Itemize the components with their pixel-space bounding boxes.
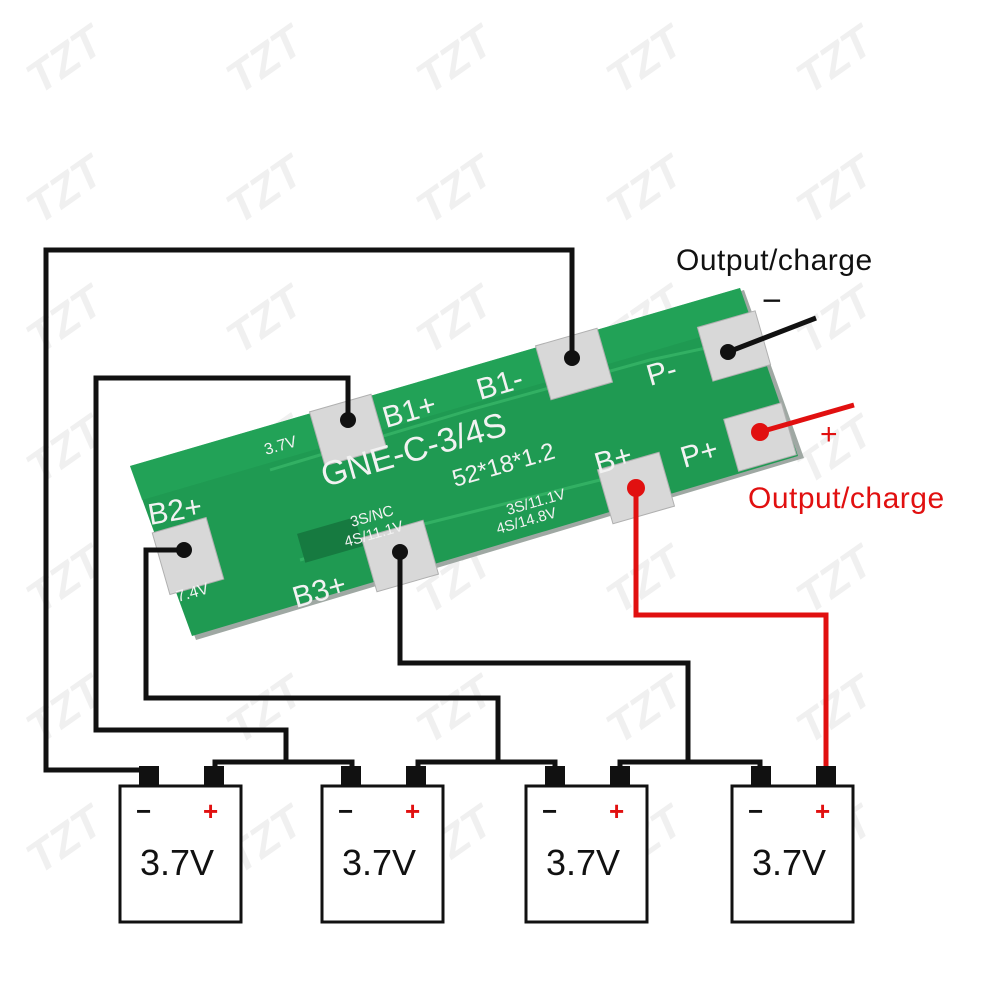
cell-1-pos-terminal <box>204 766 224 786</box>
cell-neg-mark: − <box>136 796 152 826</box>
watermark-text: TZT <box>18 535 115 623</box>
cell-2-pos-terminal <box>406 766 426 786</box>
cell-3-neg-terminal <box>545 766 565 786</box>
dot-b1-plus <box>340 412 356 428</box>
board-body <box>130 288 798 636</box>
wire-cell1-cell2-link <box>212 759 355 770</box>
watermark-text: TZT <box>598 665 695 753</box>
watermark-text: TZT <box>218 275 315 363</box>
cell-4-pos-terminal <box>816 766 836 786</box>
watermark-text: TZT <box>408 665 505 753</box>
board-chip <box>297 517 363 563</box>
cell-3-pos-terminal <box>610 766 630 786</box>
watermark-text: TZT <box>788 15 885 103</box>
watermark-text: TZT <box>788 535 885 623</box>
watermark-text: TZT <box>218 665 315 753</box>
battery-cell <box>118 766 243 924</box>
cell-3-body <box>524 784 649 924</box>
dot-b2-plus <box>176 542 192 558</box>
watermark-text: TZT <box>218 15 315 103</box>
watermark-text: TZT <box>18 145 115 233</box>
cell-pos-mark: + <box>203 796 219 826</box>
wire-b2-plus-to-cell2-cell3 <box>143 547 501 762</box>
wire-b1-minus-to-cell1-neg <box>43 247 575 773</box>
watermark-text: TZT <box>788 145 885 233</box>
cell-voltage: 3.7V <box>546 842 621 883</box>
wire-b1-plus-to-cell1-cell2 <box>93 375 351 762</box>
cell-voltage: 3.7V <box>342 842 417 883</box>
output-positive-sign: + <box>820 418 838 451</box>
cell-voltage: 3.7V <box>752 842 827 883</box>
watermark-text: TZT <box>598 535 695 623</box>
cell-1-neg-terminal <box>139 766 159 786</box>
watermark-text: TZT <box>18 405 115 493</box>
dot-b3-plus <box>392 544 408 560</box>
wire-p-plus-output <box>759 402 855 435</box>
output-negative-sign: − <box>762 282 782 320</box>
watermark-text: TZT <box>18 15 115 103</box>
output-positive-label: Output/charge <box>748 482 945 515</box>
cell-4-neg-terminal <box>751 766 771 786</box>
cell-pos-mark: + <box>405 796 421 826</box>
watermark-text: TZT <box>598 145 695 233</box>
cell-2-neg-terminal <box>341 766 361 786</box>
wire-p-minus-output <box>727 315 817 355</box>
battery-cell <box>320 766 445 924</box>
pad-b1-plus <box>308 393 388 467</box>
cell-pos-mark: + <box>609 796 625 826</box>
watermark-text: TZT <box>788 665 885 753</box>
battery-cell <box>730 766 855 924</box>
watermark-text: TZT <box>18 795 115 883</box>
watermark-text: TZT <box>18 665 115 753</box>
cell-neg-mark: − <box>748 796 764 826</box>
output-negative-label: Output/charge <box>676 244 873 277</box>
wire-cell3-cell4-link <box>617 759 763 770</box>
dot-b1-minus <box>564 350 580 366</box>
watermark-text: TZT <box>408 275 505 363</box>
cell-neg-mark: − <box>338 796 354 826</box>
wire-b3-plus-to-cell3-cell4 <box>397 552 691 762</box>
wire-b-plus-to-cell4-pos <box>633 488 829 770</box>
dot-p-plus <box>751 423 769 441</box>
watermark-text: TZT <box>408 145 505 233</box>
watermark-text: TZT <box>218 145 315 233</box>
watermark-text: TZT <box>408 15 505 103</box>
wire-cell2-cell3-link <box>415 759 558 770</box>
dot-b-plus <box>627 479 645 497</box>
cell-1-body <box>118 784 243 924</box>
watermark-text: TZT <box>598 15 695 103</box>
watermark-text: TZT <box>788 275 885 363</box>
cell-2-body <box>320 784 445 924</box>
dot-p-minus <box>720 344 736 360</box>
battery-cells <box>118 766 855 924</box>
cell-voltage: 3.7V <box>140 842 215 883</box>
cell-4-body <box>730 784 855 924</box>
cell-neg-mark: − <box>542 796 558 826</box>
watermark-text: TZT <box>18 275 115 363</box>
cell-pos-mark: + <box>815 796 831 826</box>
battery-cell <box>524 766 649 924</box>
